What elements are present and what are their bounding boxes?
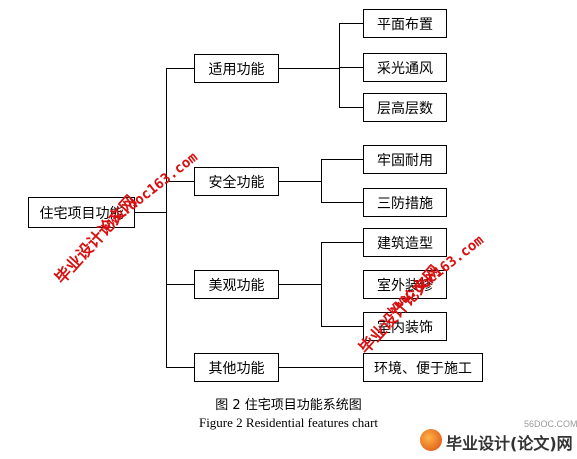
connector xyxy=(279,367,363,368)
connector xyxy=(166,284,194,285)
watermark-url: www.doc163.com xyxy=(98,149,201,235)
connector xyxy=(166,181,194,182)
leaf-node: 室外装修 xyxy=(363,270,447,299)
connector xyxy=(321,242,322,327)
branch-node-other: 其他功能 xyxy=(194,353,279,382)
leaf-node: 采光通风 xyxy=(363,53,447,82)
branch-node-safety: 安全功能 xyxy=(194,167,279,196)
root-node: 住宅项目功能 xyxy=(28,197,135,228)
leaf-node: 牢固耐用 xyxy=(363,145,447,174)
connector xyxy=(166,68,167,368)
leaf-node: 环境、便于施工 xyxy=(363,353,483,382)
connector xyxy=(339,23,340,108)
connector xyxy=(321,159,322,203)
leaf-node: 层高层数 xyxy=(363,93,447,122)
connector xyxy=(279,284,321,285)
connector xyxy=(279,68,339,69)
connector xyxy=(339,67,363,68)
connector xyxy=(339,107,363,108)
brand-site: 56DOC.COM xyxy=(524,419,577,429)
leaf-node: 室内装饰 xyxy=(363,312,447,341)
connector xyxy=(135,212,166,213)
leaf-node: 三防措施 xyxy=(363,188,447,217)
connector xyxy=(321,202,363,203)
connector xyxy=(279,181,321,182)
branch-node-applicable: 适用功能 xyxy=(194,54,279,83)
connector xyxy=(166,68,194,69)
connector xyxy=(321,242,363,243)
leaf-node: 建筑造型 xyxy=(363,228,447,257)
figure-caption-zh: 图 2 住宅项目功能系统图 xyxy=(215,398,362,413)
brand-name: 毕业设计(论文)网 xyxy=(446,434,573,453)
branch-node-aesthetic: 美观功能 xyxy=(194,270,279,299)
brand-logo-icon xyxy=(420,429,442,451)
connector xyxy=(166,367,194,368)
leaf-node: 平面布置 xyxy=(363,9,447,38)
brand-watermark: 56DOC.COM 毕业设计(论文)网 xyxy=(420,419,577,455)
figure-caption-en: Figure 2 Residential features chart xyxy=(198,415,379,430)
connector xyxy=(339,23,363,24)
connector xyxy=(321,326,363,327)
connector xyxy=(321,159,363,160)
